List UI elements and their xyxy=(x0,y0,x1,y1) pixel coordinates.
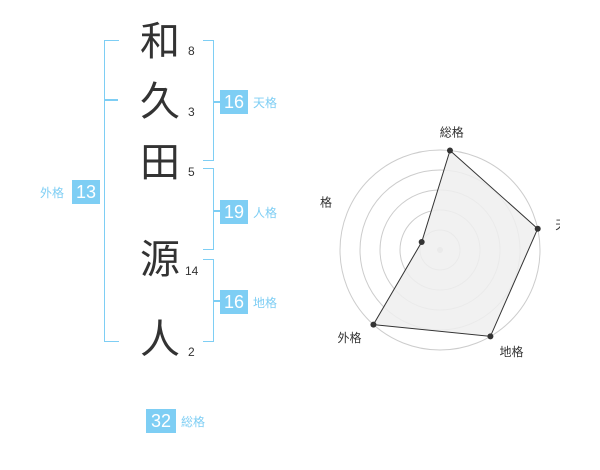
gaikaku-bracket-tick xyxy=(104,99,118,101)
chikaku-label: 地格 xyxy=(253,296,278,310)
name-char-1: 和 xyxy=(140,19,180,65)
radar-ring-5 xyxy=(339,149,541,351)
name-char-2: 久 xyxy=(140,79,180,125)
chikaku-value-badge: 16 xyxy=(220,290,248,314)
stroke-count-2: 3 xyxy=(188,105,195,119)
tenkaku-bracket-tick xyxy=(213,101,220,103)
radar-axis-label-4: 外格 xyxy=(337,330,361,345)
tenkaku-value-badge: 16 xyxy=(220,90,248,114)
radar-axis-label-2: 天格 xyxy=(555,217,560,232)
chikaku-bracket-tick xyxy=(213,300,220,302)
tenkaku-bracket xyxy=(203,40,214,161)
name-char-5: 人 xyxy=(140,317,180,363)
radar-point-2 xyxy=(534,225,541,232)
stroke-count-4: 14 xyxy=(185,264,199,278)
jinkaku-label: 人格 xyxy=(253,206,278,220)
stroke-count-1: 8 xyxy=(188,44,195,58)
stroke-count-3: 5 xyxy=(188,165,195,179)
tenkaku-label: 天格 xyxy=(253,96,278,110)
radar-points xyxy=(370,147,541,340)
name-char-3: 田 xyxy=(140,140,180,186)
soukaku-label: 総格 xyxy=(181,415,206,429)
name-char-4: 源 xyxy=(140,237,180,283)
stroke-count-5: 2 xyxy=(188,345,195,359)
soukaku-value-badge: 32 xyxy=(146,409,176,433)
radar-axis-label-1: 総格 xyxy=(440,125,464,140)
radar-axis-label-5: 人格 xyxy=(320,195,332,210)
radar-labels: 総格天格地格 外格 人格 xyxy=(320,125,560,359)
radar-point-1 xyxy=(446,147,453,154)
jinkaku-value-badge: 19 xyxy=(220,200,248,224)
radar-chart: 総格天格地格 外格 人格 xyxy=(320,125,560,359)
radar-polygon xyxy=(372,149,539,337)
jinkaku-bracket xyxy=(203,168,214,250)
jinkaku-bracket-tick xyxy=(213,210,220,212)
radar-point-5 xyxy=(418,238,425,245)
gaikaku-value-badge: 13 xyxy=(72,180,100,204)
gaikaku-label: 外格 xyxy=(40,186,65,200)
radar-axis-label-3: 地格 xyxy=(499,344,523,359)
radar-point-4 xyxy=(370,321,377,328)
gaikaku-bracket xyxy=(104,40,119,342)
radar-point-3 xyxy=(487,333,494,340)
